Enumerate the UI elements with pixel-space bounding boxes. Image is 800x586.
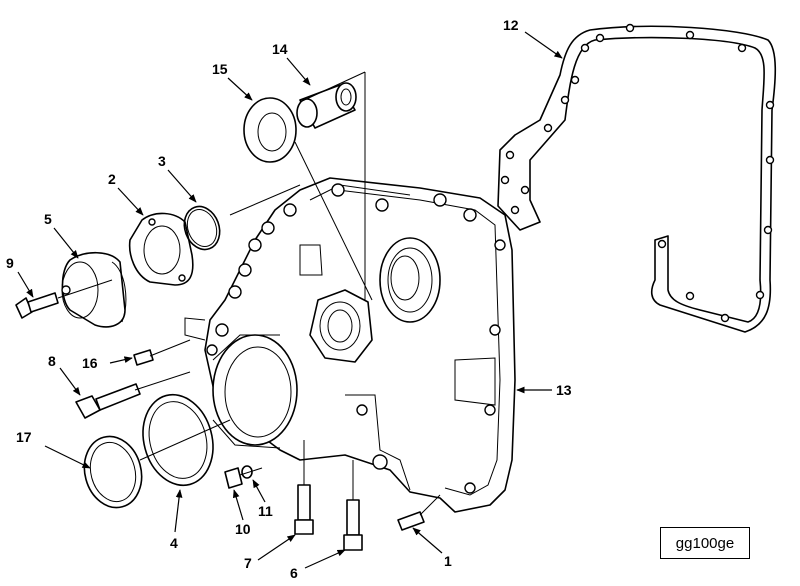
- crankshaft-seal: [142, 393, 214, 487]
- callout-7: 7: [244, 555, 252, 571]
- gear-housing-gasket: [497, 23, 777, 333]
- dowel-16: [133, 349, 154, 366]
- front-seal: [243, 97, 297, 163]
- callout-2: 2: [108, 171, 116, 187]
- gear-housing: [184, 177, 516, 513]
- callout-6: 6: [290, 565, 298, 581]
- cover-gasket: [128, 212, 194, 286]
- capscrew-6: [343, 499, 363, 551]
- leader-lines: [17, 31, 563, 569]
- washer-11: [241, 465, 253, 479]
- callout-1: 1: [444, 553, 452, 569]
- capscrew-7: [294, 484, 314, 535]
- callout-4: 4: [170, 535, 178, 551]
- callout-12: 12: [503, 17, 519, 33]
- callout-10: 10: [235, 521, 251, 537]
- bushing: [296, 82, 357, 129]
- cover-cap: [61, 251, 127, 328]
- callout-16: 16: [82, 355, 98, 371]
- capscrew-9: [15, 292, 59, 319]
- callout-8: 8: [48, 353, 56, 369]
- callout-14: 14: [272, 41, 288, 57]
- dowel-pin-1: [397, 511, 425, 531]
- callout-15: 15: [212, 61, 228, 77]
- capscrew-8: [75, 383, 141, 419]
- figure-code-label: gg100ge: [660, 527, 750, 559]
- callout-13: 13: [556, 382, 572, 398]
- wear-sleeve: [83, 435, 143, 509]
- callout-5: 5: [44, 211, 52, 227]
- callout-11: 11: [258, 503, 273, 519]
- alignment-lines: [57, 71, 441, 516]
- callout-9: 9: [6, 255, 14, 271]
- o-ring: [183, 205, 221, 251]
- callout-3: 3: [158, 153, 166, 169]
- plug-10: [224, 467, 243, 489]
- callout-17: 17: [16, 429, 32, 445]
